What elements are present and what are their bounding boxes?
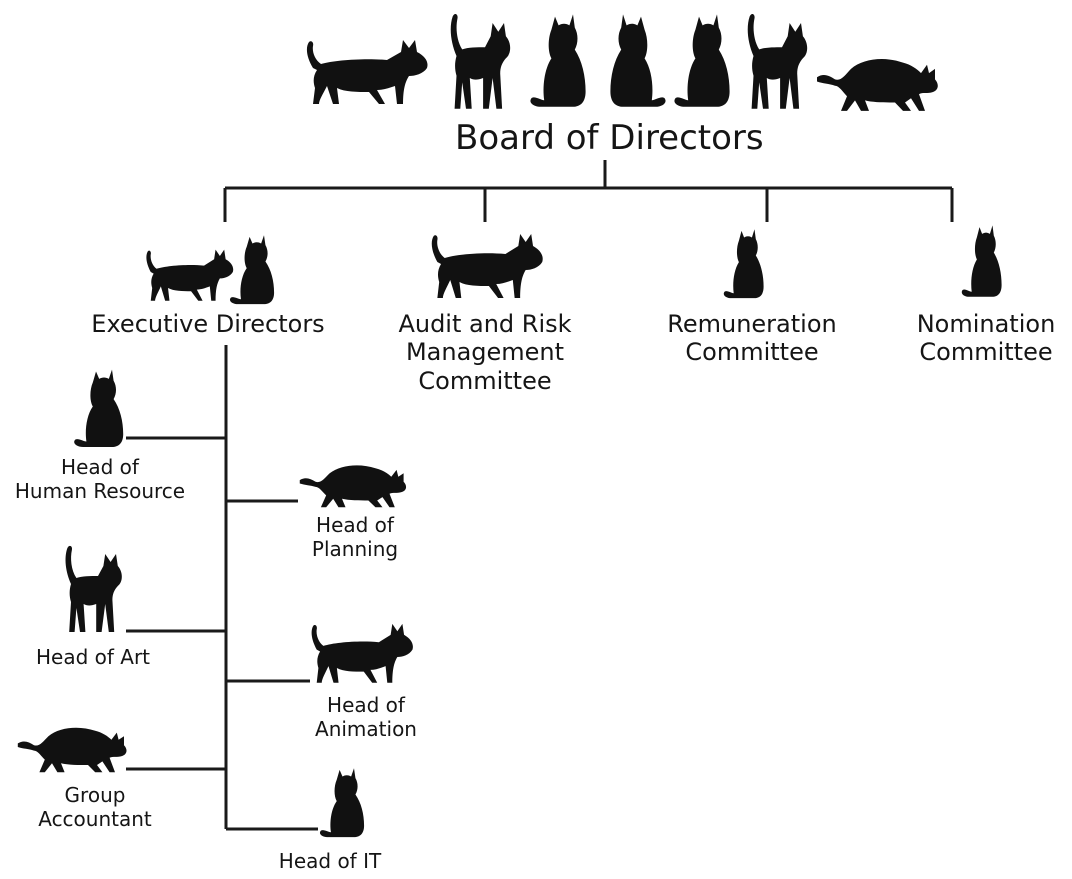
- report-label-art: Head of Art: [35, 645, 151, 669]
- standing-cat-icon: [747, 14, 808, 109]
- walking-cat-icon: [311, 623, 413, 683]
- committee-label-audit-and-risk: Audit and Risk Management Committee: [398, 310, 572, 395]
- walking-cat-icon: [146, 249, 234, 301]
- sitting-cat-icon: [610, 14, 666, 107]
- sitting-cat-icon: [74, 369, 124, 447]
- stalking-cat-icon: [17, 727, 127, 773]
- report-label-human-resource: Head of Human Resource: [14, 455, 186, 503]
- board-cats: [306, 14, 938, 111]
- report-label-it: Head of IT: [278, 849, 382, 873]
- committee-cats: [146, 225, 1002, 305]
- connector-lines: [126, 160, 954, 831]
- executive-report-cats: [17, 369, 413, 838]
- standing-cat-icon: [450, 14, 511, 109]
- sitting-cat-icon: [319, 768, 365, 838]
- sitting-cat-icon: [961, 225, 1002, 297]
- board-of-directors-label: Board of Directors: [455, 118, 764, 158]
- committee-label-nomination: Nomination Committee: [916, 310, 1056, 367]
- committee-label-remuneration: Remuneration Committee: [667, 310, 837, 367]
- report-label-group-accountant: Group Accountant: [38, 783, 152, 831]
- report-label-animation: Head of Animation: [315, 693, 417, 741]
- walking-cat-icon: [306, 40, 428, 104]
- standing-cat-icon: [65, 545, 122, 632]
- sitting-cat-icon: [723, 229, 764, 299]
- committee-label-executive-directors: Executive Directors: [91, 310, 325, 338]
- sitting-cat-icon: [229, 235, 275, 305]
- sitting-cat-icon: [530, 14, 586, 107]
- sitting-cat-icon: [674, 14, 730, 107]
- stalking-cat-icon: [299, 465, 407, 508]
- stalking-cat-icon: [817, 59, 938, 111]
- report-label-planning: Head of Planning: [311, 513, 399, 561]
- walking-cat-icon: [431, 234, 543, 298]
